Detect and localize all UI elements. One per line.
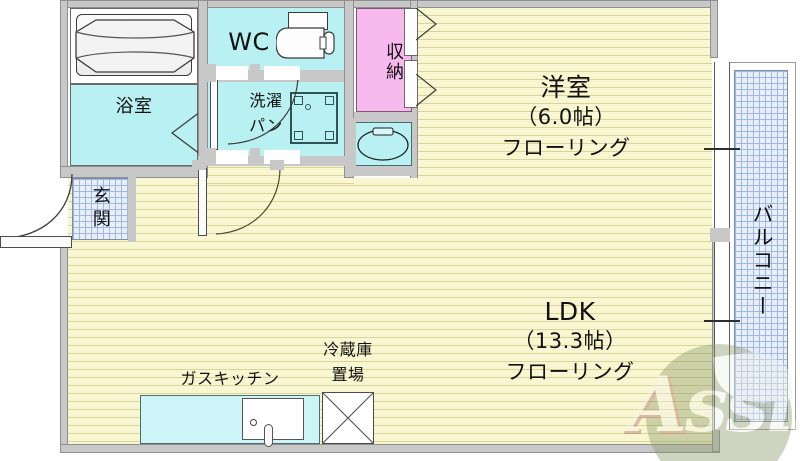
room-label-entrance-line1: 玄 bbox=[92, 186, 112, 207]
balcony-door-lower[interactable] bbox=[714, 240, 730, 430]
room-label-laundry-line2: パン bbox=[249, 116, 283, 135]
room-area-western: （6.0帖） bbox=[516, 105, 616, 129]
room-label-bathroom: 浴室 bbox=[115, 96, 153, 117]
room-material-western: フローリング bbox=[501, 136, 631, 160]
fridge-space-cross-icon bbox=[322, 392, 374, 444]
wall-ldk-left bbox=[60, 238, 68, 452]
washbasin-icon bbox=[357, 127, 409, 161]
washing-machine-pan-icon bbox=[290, 92, 338, 144]
room-label-entrance-line2: 関 bbox=[92, 209, 112, 230]
pan-corner-bl bbox=[294, 131, 303, 140]
door-opening-right bbox=[264, 66, 300, 80]
pan-corner-tl bbox=[294, 96, 303, 105]
room-label-laundry-line1: 洗濯 bbox=[249, 91, 283, 110]
room-material-ldk: フローリング bbox=[505, 360, 635, 384]
closet-door-top[interactable] bbox=[404, 8, 418, 56]
laundry-door-icon[interactable] bbox=[206, 72, 300, 152]
fixture-label-gas-kitchen: ガスキッチン bbox=[180, 369, 280, 388]
wall-western-right bbox=[710, 0, 718, 58]
bathtub-outline-icon bbox=[75, 19, 195, 73]
door-opening-lower bbox=[212, 150, 248, 164]
closet-door-bottom[interactable] bbox=[404, 60, 418, 108]
pan-corner-tr bbox=[325, 96, 334, 105]
wall-washbasin-bottom bbox=[346, 166, 416, 176]
wall-washbasin-left bbox=[346, 118, 356, 170]
hall-door-jamb-right bbox=[270, 160, 284, 170]
pan-corner-br bbox=[325, 131, 334, 140]
room-area-ldk: （13.3帖） bbox=[513, 329, 627, 353]
kitchen-faucet-icon bbox=[264, 424, 273, 447]
bathroom-door-icon[interactable] bbox=[168, 110, 202, 156]
door-jamb-b bbox=[250, 64, 260, 82]
fixture-label-fridge-line2: 置場 bbox=[331, 365, 365, 384]
room-balcony-floor bbox=[734, 70, 788, 422]
entrance-door-leaf[interactable] bbox=[0, 236, 72, 248]
room-label-balcony: バルコニー bbox=[750, 202, 774, 318]
wall-entrance-right bbox=[128, 176, 136, 242]
balcony-door-mullion-lower bbox=[704, 320, 740, 322]
pan-drain-icon bbox=[305, 104, 311, 110]
wall-laundry-right bbox=[344, 0, 354, 178]
room-bathroom-floor bbox=[70, 84, 198, 166]
laundry-door-leaf[interactable] bbox=[210, 74, 218, 150]
door-jamb-c bbox=[206, 148, 216, 166]
toilet-icon bbox=[276, 27, 335, 59]
hall-door-leaf[interactable] bbox=[198, 168, 207, 236]
wall-western-top bbox=[410, 0, 718, 8]
closet-door-arrow-bottom-icon bbox=[416, 74, 437, 107]
room-label-western: 洋室 bbox=[540, 73, 592, 102]
room-label-closet: 収納 bbox=[383, 42, 404, 82]
wall-left-upper bbox=[60, 0, 68, 178]
door-jamb-d bbox=[250, 148, 260, 166]
hall-door-icon[interactable] bbox=[196, 166, 282, 238]
room-label-ldk: LDK bbox=[544, 297, 596, 326]
wall-closet-bottom bbox=[354, 112, 416, 122]
closet-door-arrow-top-icon bbox=[416, 8, 437, 41]
room-label-wc: WC bbox=[228, 28, 270, 56]
balcony-door-mullion-upper bbox=[704, 148, 740, 150]
room-entrance-floor bbox=[72, 178, 130, 240]
wall-top bbox=[60, 0, 416, 8]
door-jamb-a bbox=[206, 64, 216, 82]
balcony-door-divider bbox=[710, 228, 730, 242]
kitchen-sink-drain-icon bbox=[250, 419, 257, 426]
wall-bottom bbox=[60, 444, 720, 453]
entrance-door-icon[interactable] bbox=[0, 172, 76, 244]
door-opening-upper bbox=[212, 66, 248, 80]
fixture-label-fridge-line1: 冷蔵庫 bbox=[323, 340, 373, 359]
room-closet-floor bbox=[356, 8, 412, 112]
hall-door-jamb-left bbox=[192, 160, 206, 170]
